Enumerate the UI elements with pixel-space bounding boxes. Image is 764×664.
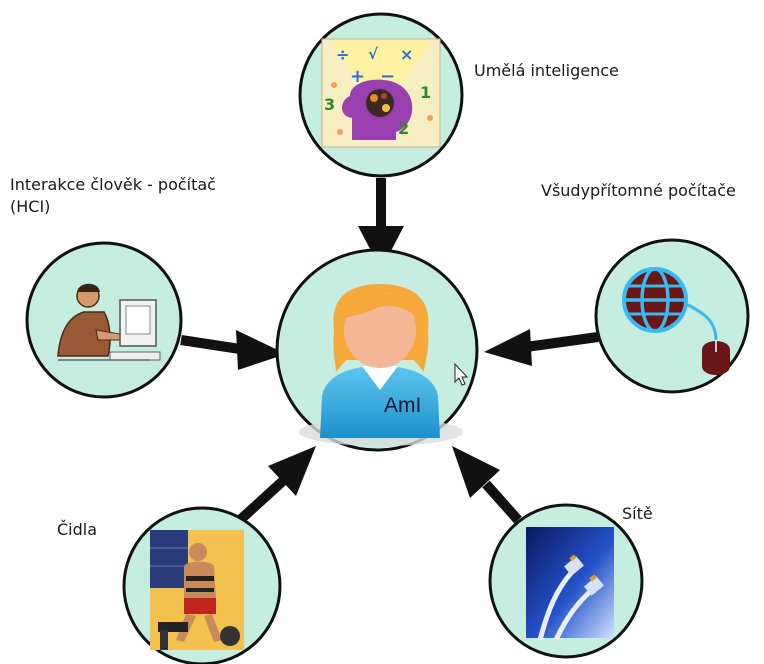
node-ai: ÷ √ × + − 3 1 2 — [298, 12, 464, 178]
svg-text:÷: ÷ — [336, 45, 349, 64]
arrow-sensors-to-center — [236, 446, 316, 524]
node-ubiquitous — [594, 238, 750, 394]
node-hci — [25, 241, 183, 399]
center-label: AmI — [384, 394, 421, 417]
node-ami-center: AmI — [275, 248, 479, 452]
svg-text:2: 2 — [398, 119, 409, 138]
label-ai: Umělá inteligence — [474, 61, 619, 80]
globe-mouse-icon — [622, 267, 730, 375]
svg-text:1: 1 — [420, 83, 431, 102]
label-ubiquitous: Všudypřítomné počítače — [541, 181, 736, 200]
label-sensors: Čidla — [57, 520, 98, 539]
label-hci-line1: Interakce člověk - počítač — [10, 175, 216, 194]
svg-text:+: + — [350, 66, 365, 87]
arrow-networks-to-center — [452, 446, 522, 524]
arrow-ai-to-center — [358, 178, 404, 270]
label-hci: Interakce člověk - počítač (HCI) — [10, 174, 216, 218]
athlete-with-sensors-icon — [150, 530, 244, 650]
svg-text:×: × — [400, 45, 413, 64]
node-networks — [488, 503, 644, 659]
arrow-hci-to-center — [180, 330, 286, 370]
network-cable-icon — [526, 527, 614, 642]
label-networks: Sítě — [622, 504, 653, 523]
person-avatar-icon — [299, 284, 463, 446]
person-at-computer-icon — [57, 283, 161, 361]
label-hci-line2: (HCI) — [10, 197, 51, 216]
brain-math-icon: ÷ √ × + − 3 1 2 — [321, 38, 441, 148]
mouse-cursor-icon — [454, 362, 469, 386]
arrow-ubiquitous-to-center — [484, 329, 599, 366]
svg-text:3: 3 — [324, 95, 335, 114]
node-sensors — [122, 506, 282, 664]
svg-text:√: √ — [368, 45, 379, 63]
